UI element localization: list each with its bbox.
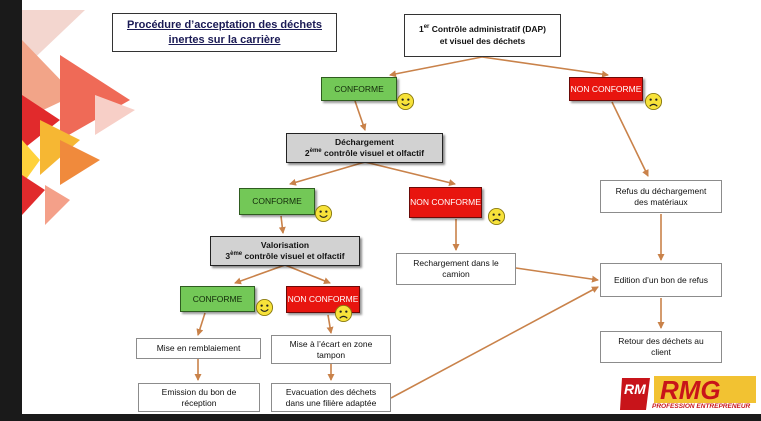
non-conforme-label-2: NON CONFORME <box>410 197 481 208</box>
non-conforme-label-3: NON CONFORME <box>287 294 359 305</box>
arrow-dechargement-nonconforme2 <box>364 161 456 186</box>
emission-line-2: réception <box>181 397 217 408</box>
refus-dechargement-box: Refus du déchargement des matériaux <box>600 180 722 213</box>
arrow-nonconforme1-refus <box>611 101 649 177</box>
rmg-logo: RM RMG <box>620 375 756 410</box>
rechargement-line-1: Rechargement dans le <box>413 258 499 269</box>
smiley-sad-icon <box>334 304 353 323</box>
arrow-dechargement-conforme2 <box>289 161 366 186</box>
dechargement-line-1: Déchargement <box>334 137 395 148</box>
left-frame-bar <box>0 0 22 421</box>
title-line-1: Procédure d’acceptation des déchets <box>126 19 322 32</box>
arrow-nonconforme3-miseecart <box>326 314 334 334</box>
first-control-ordinal: er <box>423 24 430 31</box>
non-conforme-box-1: NON CONFORME <box>569 77 643 101</box>
retour-box: Retour des déchets au client <box>600 331 722 363</box>
dechargement-ordinal: ème <box>309 148 322 155</box>
arrow-conforme3-remblaiement <box>196 312 206 336</box>
first-control-line-1: 1er Contrôle administratif (DAP) <box>419 23 546 36</box>
mise-ecart-box: Mise à l’écart en zone tampon <box>271 335 391 364</box>
mise-ecart-line-2: tampon <box>316 349 346 360</box>
refus-line-2: des matériaux <box>634 196 688 207</box>
remblaiement-label: Mise en remblaiement <box>156 343 241 354</box>
edition-box: Edition d’un bon de refus <box>600 263 722 297</box>
conforme-box-1: CONFORME <box>321 77 397 101</box>
arrow-evacuation-edition <box>390 286 599 399</box>
conforme-box-3: CONFORME <box>180 286 255 312</box>
conforme-label-2: CONFORME <box>252 196 302 207</box>
non-conforme-label-1: NON CONFORME <box>570 83 642 94</box>
conforme-box-2: CONFORME <box>239 188 315 215</box>
bottom-frame-bar <box>0 414 761 421</box>
diagram-title: Procédure d’acceptation des déchets iner… <box>112 13 337 52</box>
refus-line-1: Refus du déchargement <box>615 185 707 196</box>
valorisation-text: contrôle visuel et olfactif <box>242 251 345 261</box>
logo-mark-r: RM <box>624 381 646 397</box>
first-control-text: Contrôle administratif (DAP) <box>429 24 547 35</box>
remblaiement-box: Mise en remblaiement <box>136 338 261 359</box>
arrow-control1-nonconforme1 <box>481 56 609 78</box>
arrow-conforme2-valorisation <box>278 215 286 234</box>
arrow-conforme1-dechargement <box>354 100 367 131</box>
arrow-control1-conforme1 <box>389 56 483 78</box>
mise-ecart-line-1: Mise à l’écart en zone <box>289 338 373 349</box>
retour-line-1: Retour des déchets au <box>618 336 704 347</box>
emission-box: Emission du bon de réception <box>138 383 260 412</box>
evacuation-line-2: dans une filière adaptée <box>285 397 377 408</box>
conforme-label-3: CONFORME <box>192 293 243 304</box>
first-control-number: 1 <box>418 24 424 35</box>
smiley-happy-icon <box>396 92 415 111</box>
first-control-line-2: et visuel des déchets <box>439 35 526 46</box>
retour-line-2: client <box>651 347 671 357</box>
logo-name: RMG <box>660 375 721 405</box>
smiley-sad-icon <box>644 92 663 111</box>
logo-tagline: PROFESSION ENTREPRENEUR <box>652 403 751 410</box>
evacuation-box: Evacuation des déchets dans une filière … <box>271 383 391 412</box>
title-line-2: inertes sur la carrière <box>168 33 281 46</box>
arrow-rechargement-edition <box>515 267 599 283</box>
emission-line-1: Emission du bon de <box>161 386 237 397</box>
non-conforme-box-2: NON CONFORME <box>409 187 482 218</box>
smiley-happy-icon <box>314 204 333 223</box>
dechargement-number: 2 <box>304 148 310 158</box>
valorisation-box: Valorisation 3ème contrôle visuel et olf… <box>210 236 360 266</box>
valorisation-ordinal: ème <box>230 251 243 258</box>
arrow-valorisation-nonconforme3 <box>284 264 331 285</box>
smiley-happy-icon <box>255 298 274 317</box>
decorative-triangles <box>22 10 135 225</box>
smiley-sad-icon <box>487 207 506 226</box>
evacuation-line-1: Evacuation des déchets <box>285 386 377 397</box>
rechargement-line-2: camion <box>442 269 470 279</box>
arrow-valorisation-conforme3 <box>234 264 286 285</box>
valorisation-line-1: Valorisation <box>260 240 310 251</box>
edition-label: Edition d’un bon de refus <box>613 274 709 285</box>
conforme-label-1: CONFORME <box>334 83 384 94</box>
valorisation-line-2: 3ème contrôle visuel et olfactif <box>225 251 344 262</box>
dechargement-text: contrôle visuel et olfactif <box>321 148 425 158</box>
rechargement-box: Rechargement dans le camion <box>396 253 516 285</box>
valorisation-number: 3 <box>225 251 231 261</box>
dechargement-box: Déchargement 2ème contrôle visuel et olf… <box>286 133 443 163</box>
dechargement-line-2: 2ème contrôle visuel et olfactif <box>305 148 424 159</box>
first-control-box: 1er Contrôle administratif (DAP) et visu… <box>404 14 561 57</box>
